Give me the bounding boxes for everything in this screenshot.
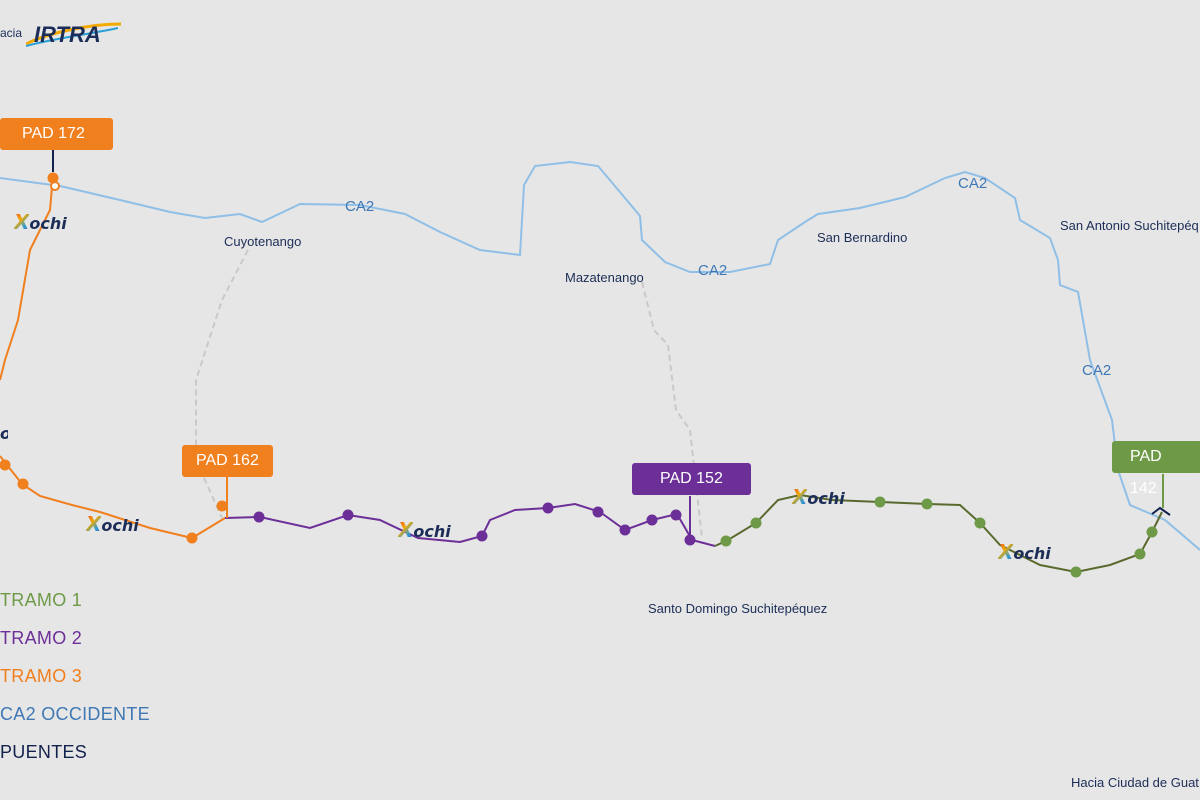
- ca2-highway: [0, 160, 1200, 551]
- xochi-logo: Xochi: [14, 210, 67, 234]
- road-label-ca2: CA2: [958, 175, 988, 192]
- xochi-logo: Xochi: [792, 485, 845, 509]
- pad-152-marker[interactable]: PAD 152: [632, 463, 751, 495]
- legend-tramo-3: TRAMO 3: [0, 666, 83, 686]
- legend-tramo-2: TRAMO 2: [0, 628, 83, 648]
- road-label-ca2: CA2: [1082, 362, 1112, 379]
- tramo-2-station[interactable]: [646, 514, 658, 526]
- tramo-3-station[interactable]: [186, 532, 198, 544]
- town-san-antonio: San Antonio Suchitepéq: [1060, 218, 1199, 233]
- town-cuyotenango: Cuyotenango: [224, 234, 302, 249]
- tramo-3-station[interactable]: [17, 478, 29, 490]
- xochi-logo: Xochi: [998, 540, 1051, 564]
- pad-162-marker[interactable]: PAD 162: [182, 445, 273, 477]
- logo-swoosh-icon: [26, 22, 122, 47]
- direction-hacia-ciudad: Hacia Ciudad de Guat: [1071, 775, 1199, 790]
- header-left-text: acia: [0, 26, 23, 40]
- tramo-3-station[interactable]: [47, 172, 59, 184]
- tramo-2-station[interactable]: [253, 511, 265, 523]
- xochi-logo-clipped: ochi: [0, 424, 8, 443]
- legend-puentes: PUENTES: [0, 742, 88, 762]
- road-cuyotenango: [195, 249, 249, 519]
- logo-text: IRTRA: [34, 22, 101, 47]
- tramo-1-line: [714, 493, 1163, 574]
- tramo-1-station[interactable]: [921, 498, 933, 510]
- town-mazatenango: Mazatenango: [565, 270, 644, 285]
- tramo-1-station[interactable]: [1134, 548, 1146, 560]
- xochi-logo: Xochi: [86, 512, 139, 536]
- road-label-ca2: CA2: [345, 198, 375, 215]
- tramo-2-station[interactable]: [592, 506, 604, 518]
- xochi-logo: Xochi: [398, 518, 451, 542]
- town-santo-domingo: Santo Domingo Suchitepéquez: [648, 601, 828, 616]
- irtra-logo: IRTRA: [26, 14, 156, 54]
- legend-tramo-1: TRAMO 1: [0, 590, 83, 610]
- tramo-2-line: [224, 502, 716, 547]
- tramo-1-station[interactable]: [720, 535, 732, 547]
- puentes-marker: [1151, 506, 1171, 516]
- tramo-1-station[interactable]: [750, 517, 762, 529]
- road-label-ca2: CA2: [698, 262, 728, 279]
- tramo-1-station[interactable]: [1070, 566, 1082, 578]
- tramo-2-station[interactable]: [619, 524, 631, 536]
- tramo-3-station[interactable]: [0, 459, 11, 471]
- tramo-2-station[interactable]: [542, 502, 554, 514]
- tramo-1-station[interactable]: [974, 517, 986, 529]
- town-san-bernardino: San Bernardino: [817, 230, 908, 245]
- road-mazatenango: [641, 281, 703, 539]
- pad-172-marker[interactable]: PAD 172: [0, 118, 113, 150]
- tramo-2-station[interactable]: [670, 509, 682, 521]
- tramo-2-station[interactable]: [684, 534, 696, 546]
- legend-ca2-occidente: CA2 OCCIDENTE: [0, 704, 150, 724]
- tramo-3-station[interactable]: [216, 500, 228, 512]
- tramo-1-station[interactable]: [874, 496, 886, 508]
- tramo-1-station[interactable]: [1146, 526, 1158, 538]
- pad-142-marker[interactable]: PAD 142: [1112, 441, 1200, 497]
- tramo-2-station[interactable]: [476, 530, 488, 542]
- tramo-2-station[interactable]: [342, 509, 354, 521]
